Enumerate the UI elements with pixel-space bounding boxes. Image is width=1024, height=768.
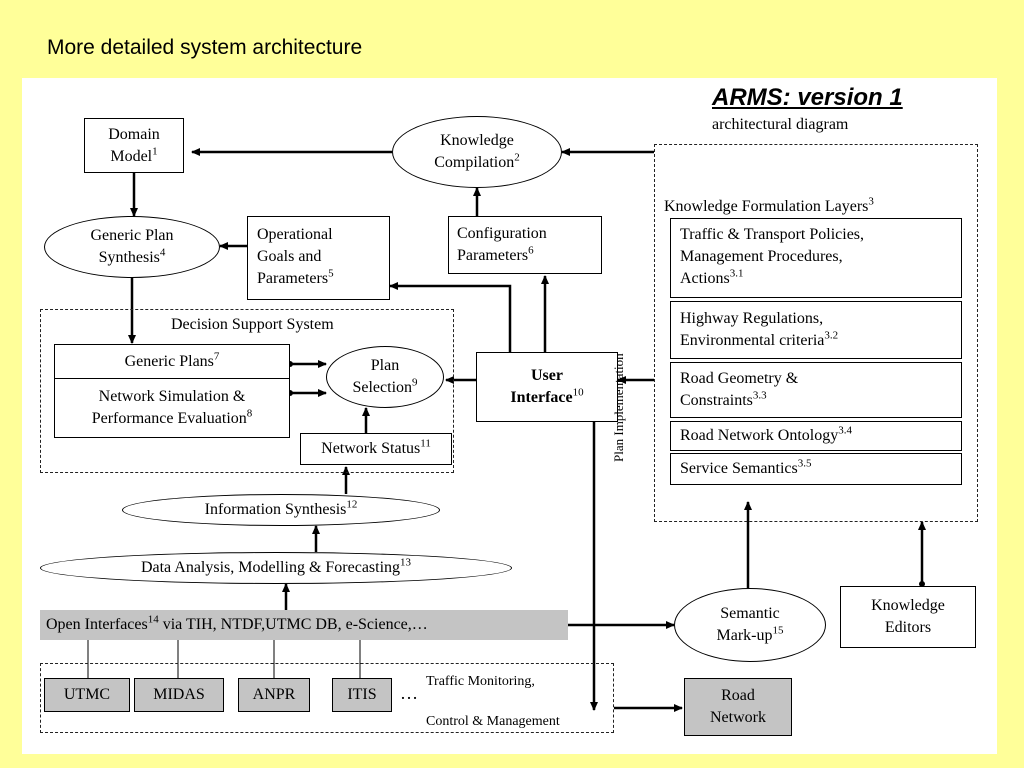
knowledge-formulation-layers-group <box>654 144 978 522</box>
slide-title: More detailed system architecture <box>47 36 363 59</box>
knowledge-compilation-ellipse: Knowledge Compilation2 <box>392 116 562 188</box>
generic-plans-box: Generic Plans7 <box>54 344 290 380</box>
plan-selection-ellipse: Plan Selection9 <box>326 346 444 408</box>
arms-subtitle: architectural diagram <box>712 116 849 133</box>
user-interface-box: User Interface10 <box>476 352 618 422</box>
knowledge-layers-title: Knowledge Formulation Layers3 <box>664 195 874 215</box>
plan-implementation-label: Plan Implementation <box>611 353 626 462</box>
source-midas: MIDAS <box>134 678 224 712</box>
layer-road-geometry: Road Geometry & Constraints3.3 <box>670 362 962 418</box>
layer-policies: Traffic & Transport Policies, Management… <box>670 218 962 298</box>
decision-support-system-label: Decision Support System <box>171 316 334 333</box>
generic-plan-synthesis-ellipse: Generic Plan Synthesis4 <box>44 216 220 278</box>
knowledge-editors-box: Knowledge Editors <box>840 586 976 648</box>
arrow-ui-to-goals <box>389 282 512 352</box>
decision-support-system-group <box>40 309 454 473</box>
connector-lines <box>87 148 926 712</box>
layer-service-semantics: Service Semantics3.5 <box>670 453 962 485</box>
domain-model-box: Domain Model1 <box>84 118 184 173</box>
arms-title: ARMS: version 1 <box>712 84 903 111</box>
network-simulation-box: Network Simulation & Performance Evaluat… <box>54 378 290 438</box>
source-anpr: ANPR <box>238 678 310 712</box>
source-utmc: UTMC <box>44 678 130 712</box>
information-synthesis-ellipse: Information Synthesis12 <box>122 494 440 526</box>
network-status-box: Network Status11 <box>300 433 452 465</box>
road-network-box: Road Network <box>684 678 792 736</box>
semantic-markup-ellipse: Semantic Mark-up15 <box>674 588 826 662</box>
source-itis: ITIS <box>332 678 392 712</box>
operational-goals-box: Operational Goals and Parameters5 <box>247 216 390 300</box>
layer-road-network-ontology: Road Network Ontology3.4 <box>670 421 962 451</box>
open-interfaces-bar: Open Interfaces14 via TIH, NTDF,UTMC DB,… <box>40 610 568 640</box>
traffic-monitoring-label: Traffic Monitoring, Control & Management <box>426 674 560 729</box>
architecture-diagram: ARMS: version 1 architectural diagram Do… <box>22 78 997 754</box>
configuration-parameters-box: Configuration Parameters6 <box>448 216 602 274</box>
data-analysis-ellipse: Data Analysis, Modelling & Forecasting13 <box>40 552 512 584</box>
traffic-monitoring-group <box>40 663 614 733</box>
sources-more-ellipsis: … <box>400 683 418 703</box>
layer-regulations: Highway Regulations, Environmental crite… <box>670 301 962 359</box>
